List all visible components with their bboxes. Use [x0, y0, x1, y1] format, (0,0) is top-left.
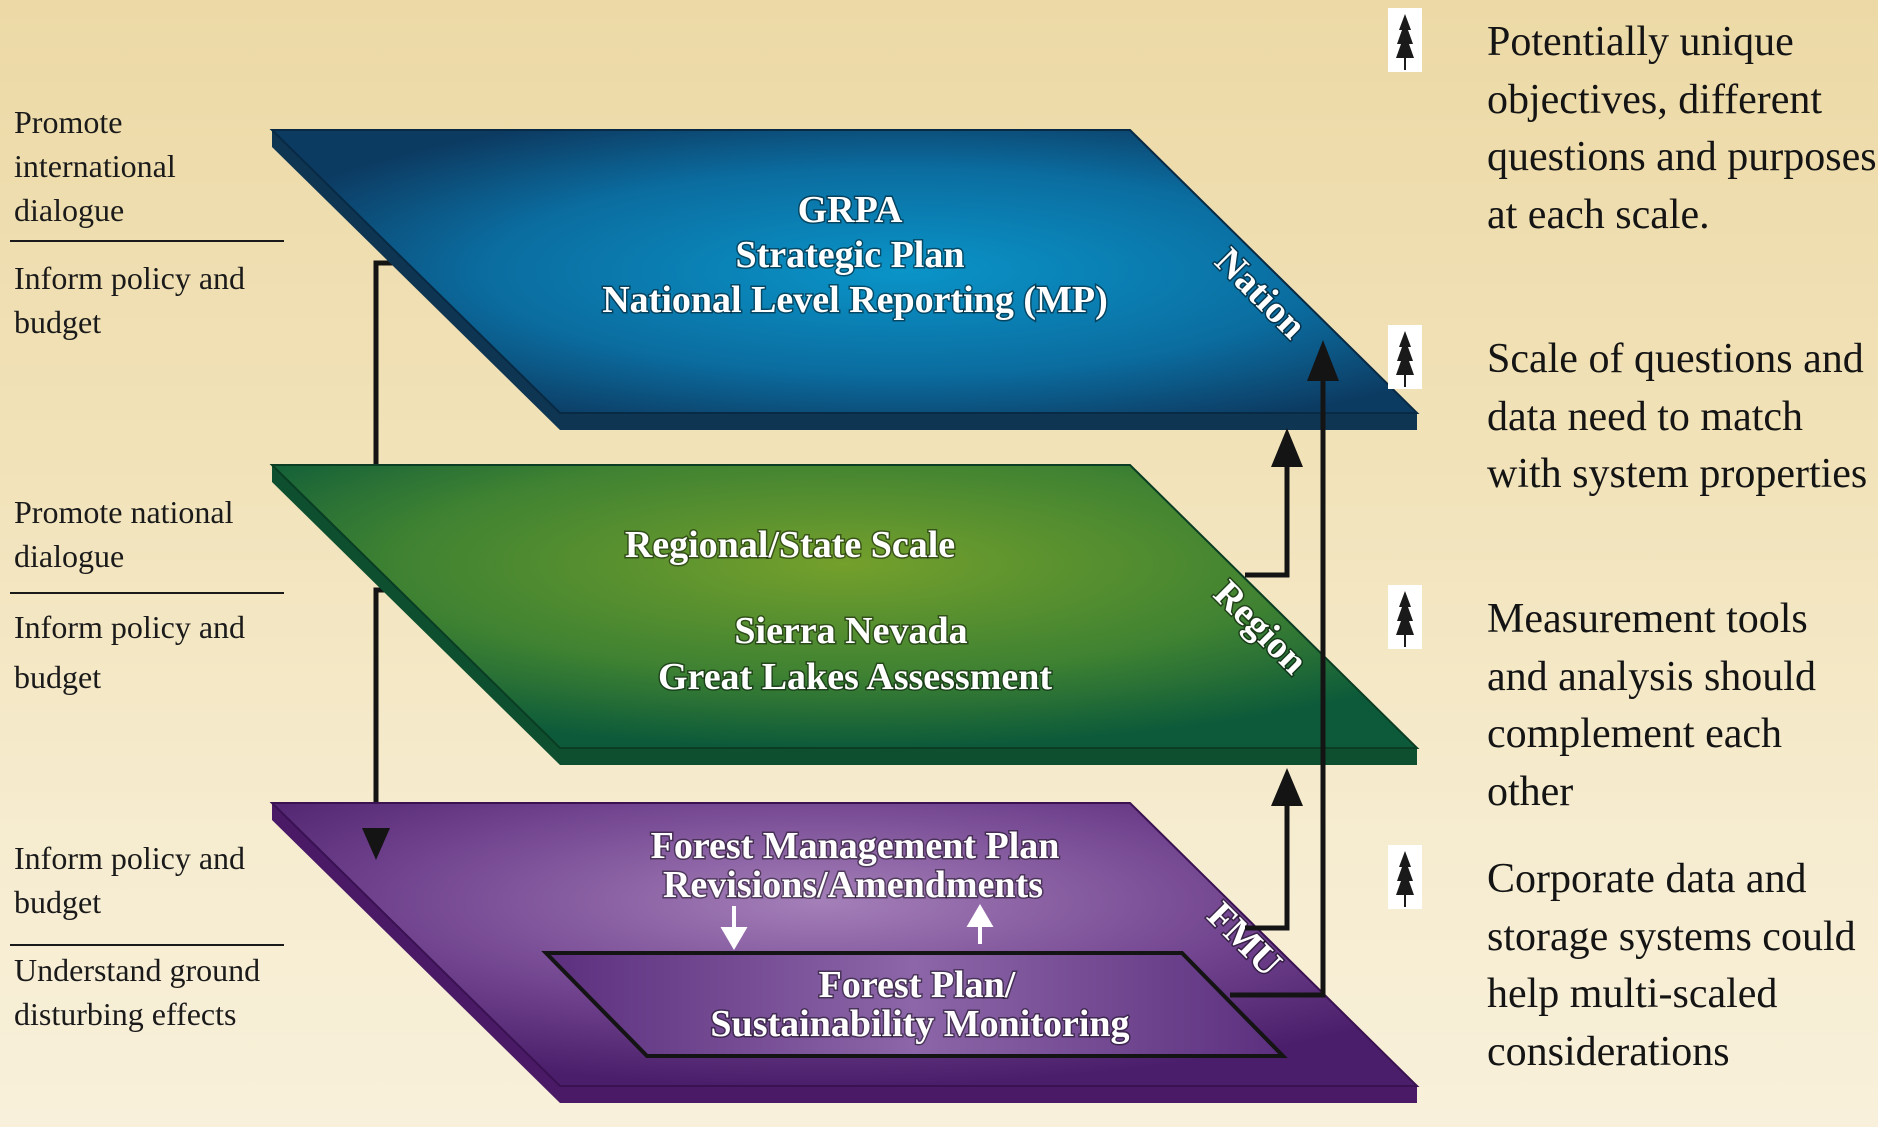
region-plane-top [269, 464, 1420, 749]
fmu-to-nation-arrow-line [1230, 375, 1326, 998]
fmu-to-region-arrow-line [1245, 800, 1290, 931]
tree-icon [1388, 845, 1422, 909]
left-label-inform-policy-nation: Inform policy and budget [14, 260, 246, 340]
nation-line-3: National Level Reporting (MP) [602, 279, 1108, 321]
nation-line-1: GRPA [798, 189, 903, 231]
fmu-plane: Forest Management Plan Revisions/Amendme… [269, 802, 1420, 1103]
bullet-text-1: Potentially unique objectives, different… [1487, 19, 1877, 238]
region-to-fmu-line [373, 587, 403, 812]
fmu-inner-arrows [720, 904, 994, 950]
down-arrow-head [362, 828, 390, 860]
nation-line-2: Strategic Plan [735, 234, 964, 276]
region-line-2: Sierra Nevada [734, 610, 967, 652]
arrow-head-1 [1271, 768, 1303, 806]
region-line-1: Regional/State Scale [625, 524, 955, 566]
fmu-line-2: Revisions/Amendments [663, 864, 1043, 906]
region-line-3: Great Lakes Assessment [658, 656, 1052, 698]
forest-plan-line-2: Sustainability Monitoring [710, 1003, 1129, 1045]
tree-icon [1388, 325, 1422, 389]
fmu-line-1: Forest Management Plan [651, 825, 1060, 867]
left-label-understand-effects: Understand ground disturbing effects [14, 952, 261, 1032]
arrow-head-2 [1271, 428, 1303, 467]
bullet-text-2: Scale of questions and data need to matc… [1487, 336, 1868, 497]
forest-plan-box [541, 951, 1288, 1058]
left-divider-2 [10, 592, 284, 594]
upward-arrows [1230, 375, 1326, 998]
bullet-text-3: Measurement tools and analysis should co… [1487, 596, 1816, 815]
left-divider-1 [10, 240, 284, 242]
tree-icon [1388, 8, 1422, 72]
left-divider-3 [10, 944, 284, 946]
nation-plane: GRPA Strategic Plan National Level Repor… [269, 129, 1420, 430]
nation-plane-top [269, 129, 1420, 414]
tree-icon [1388, 585, 1422, 649]
left-label-promote-international: Promote international dialogue [14, 104, 176, 228]
left-label-inform-policy-fmu: Inform policy and budget [14, 840, 246, 920]
left-label-promote-national: Promote national dialogue [14, 494, 234, 574]
forest-plan-line-1: Forest Plan/ [819, 964, 1016, 1006]
region-plane: Regional/State Scale Sierra Nevada Great… [269, 464, 1420, 765]
nation-to-region-line [373, 260, 403, 467]
bullet-text-4: Corporate data and storage systems could… [1487, 856, 1856, 1075]
region-to-nation-arrow-line [1245, 460, 1290, 578]
left-label-inform-policy-region: Inform policy and budget [14, 609, 246, 695]
arrow-head-3 [1307, 340, 1339, 381]
